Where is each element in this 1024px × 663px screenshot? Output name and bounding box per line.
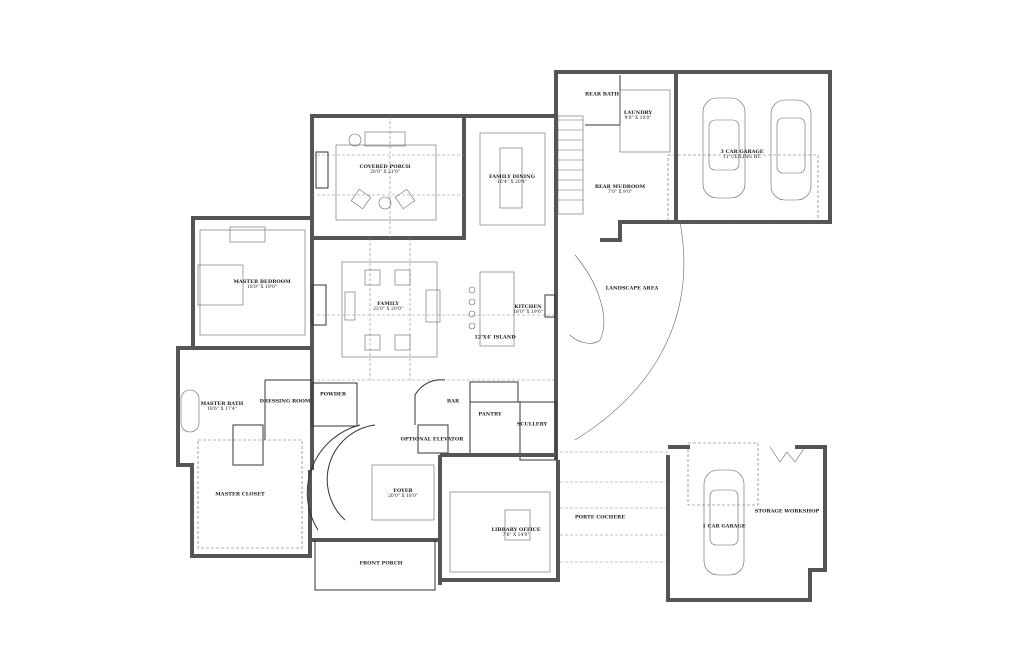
room-label-island: 12'X4' ISLAND — [474, 334, 516, 341]
room-label-1-car-garage: 1 CAR GARAGE — [702, 523, 746, 530]
family-dining-area — [464, 114, 584, 240]
front-porch-area — [314, 540, 436, 591]
car-icon — [703, 469, 745, 576]
room-label-front-porch: FRONT PORCH — [359, 560, 403, 567]
family-area — [310, 238, 556, 470]
library-office-area — [440, 460, 560, 582]
room-label-storage-workshop: STORAGE WORKSHOP — [754, 508, 820, 515]
one-car-garage-area — [666, 442, 827, 602]
room-label-master-closet: MASTER CLOSET — [215, 491, 265, 498]
room-label-scullery: SCULLERY — [516, 421, 548, 428]
car-icon — [770, 99, 812, 201]
room-label-porte-cochere: PORTE COCHERE — [574, 514, 626, 521]
covered-porch-area — [310, 114, 466, 240]
master-bath-area — [176, 346, 312, 558]
room-label-bar: BAR — [446, 398, 460, 405]
foyer-area — [306, 424, 442, 585]
room-label-powder: POWDER — [319, 391, 347, 398]
rear-wing — [554, 70, 832, 242]
porte-cochere-area — [560, 451, 668, 563]
landscape-area — [569, 221, 685, 441]
room-label-rear-bath: REAR BATH — [584, 91, 620, 98]
room-label-pantry: PANTRY — [478, 411, 502, 418]
car-icon — [702, 97, 746, 199]
room-label-dressing-room: DRESSING ROOM — [259, 398, 311, 405]
room-label-landscape-area: LANDSCAPE AREA — [605, 285, 659, 292]
service-rooms — [311, 379, 557, 461]
room-label-optional-elevator: OPTIONAL ELEVATOR — [400, 436, 464, 443]
